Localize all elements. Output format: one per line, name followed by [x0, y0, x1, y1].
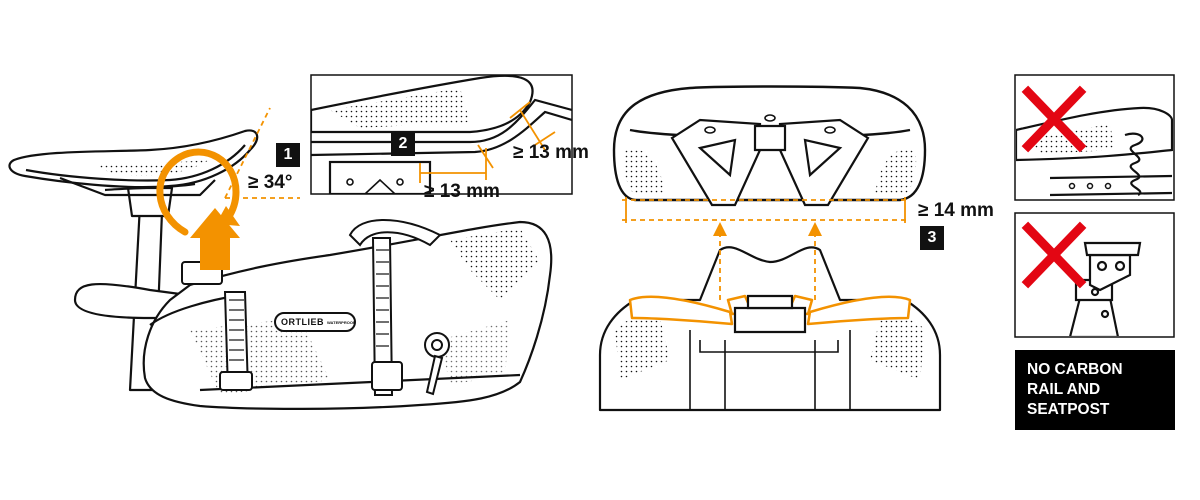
offset-clamp-drawing — [1069, 241, 1142, 336]
step-1-angle-label: ≥ 34° — [248, 172, 293, 193]
warning-line-2: RAIL AND — [1027, 381, 1101, 398]
bag-straps — [223, 219, 442, 396]
step-2-vertical-clearance-label: ≥ 13 mm — [513, 142, 589, 163]
saddle-rear-shell — [670, 118, 870, 207]
up-arrow-icon — [713, 222, 727, 236]
warning-line-3: SEATPOST — [1027, 401, 1110, 418]
carbon-warning-box: NO CARBON RAIL AND SEATPOST — [1015, 350, 1175, 430]
bag-texture-rear — [440, 320, 510, 385]
cross-icon — [1021, 221, 1087, 289]
bag-brand-label: ORTLIEB — [281, 317, 324, 327]
bag-texture-top — [450, 228, 540, 300]
saddle-texture — [95, 152, 220, 176]
cross-icon — [1021, 85, 1087, 153]
step-3-clearance-label: ≥ 14 mm — [918, 200, 994, 221]
up-arrow-icon — [190, 208, 240, 270]
carbon-warning-text: NO CARBON RAIL AND SEATPOST — [1027, 360, 1123, 420]
bag-brand-sub-label: WATERPROOF — [327, 320, 356, 325]
step-2-badge: 2 — [391, 132, 415, 156]
detail-inset-drawing — [311, 75, 572, 194]
angle-incline-line — [224, 107, 271, 199]
bag-rear-details — [689, 330, 851, 410]
step-3-badge: 3 — [920, 226, 944, 250]
step-1-badge: 1 — [276, 143, 300, 167]
curved-arrow-icon — [156, 148, 240, 236]
strap-stitching — [229, 249, 389, 361]
step-2-horizontal-clearance-label: ≥ 13 mm — [424, 181, 500, 202]
clearance-guide — [622, 197, 910, 300]
bag-logo-badge — [274, 312, 356, 332]
up-arrow-icon — [808, 222, 822, 236]
clamp-block — [733, 294, 807, 334]
warning-line-1: NO CARBON — [1027, 361, 1123, 378]
strap-buckles — [181, 261, 403, 391]
valve — [424, 332, 450, 396]
